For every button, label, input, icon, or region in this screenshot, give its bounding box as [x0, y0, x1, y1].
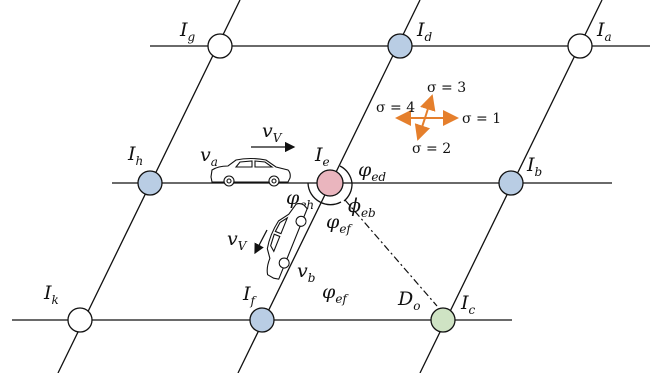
node-a	[567, 33, 593, 59]
node-f	[249, 307, 275, 333]
label-sigma-4: σ = 4	[376, 100, 415, 116]
label-node-d: Id	[416, 19, 433, 44]
label-speed-a: vV	[262, 120, 283, 145]
label-angle-ed: φed	[358, 159, 386, 184]
velocity-arrow-b	[254, 229, 268, 255]
angle-arc-eh	[307, 182, 321, 203]
node-k	[67, 307, 93, 333]
car-a-icon	[210, 157, 291, 187]
angle-arc-ef	[319, 201, 342, 206]
label-distance: Do	[397, 288, 420, 313]
node-h	[137, 170, 163, 196]
label-vehicle-a: va	[200, 144, 218, 169]
label-node-g: Ig	[179, 19, 196, 44]
label-node-e: Ie	[314, 144, 330, 169]
label-sigma-1: σ = 1	[462, 111, 501, 127]
distance-line	[344, 199, 438, 307]
label-node-a: Ia	[596, 19, 612, 44]
node-g	[207, 33, 233, 59]
angle-arc-ed	[339, 165, 353, 184]
label-angle-ef-lower: φef	[322, 281, 349, 306]
node-d	[387, 33, 413, 59]
angle-arc-eb	[343, 182, 353, 202]
label-node-b: Ib	[526, 154, 542, 179]
node-e	[316, 169, 344, 197]
label-vehicle-b: vb	[297, 260, 315, 285]
label-node-k: Ik	[43, 282, 59, 307]
node-c	[430, 307, 456, 333]
label-angle-ef: φef	[326, 211, 353, 236]
label-speed-b: vV	[227, 228, 248, 253]
label-node-f: If	[242, 283, 258, 308]
node-b	[498, 170, 524, 196]
label-sigma-2: σ = 2	[412, 141, 451, 157]
label-node-h: Ih	[127, 143, 143, 168]
label-sigma-3: σ = 3	[427, 80, 466, 96]
car-b-icon	[266, 203, 308, 280]
direction-compass	[395, 94, 459, 141]
label-angle-eb: ϕeb	[348, 195, 376, 220]
label-node-c: Ic	[460, 292, 476, 317]
